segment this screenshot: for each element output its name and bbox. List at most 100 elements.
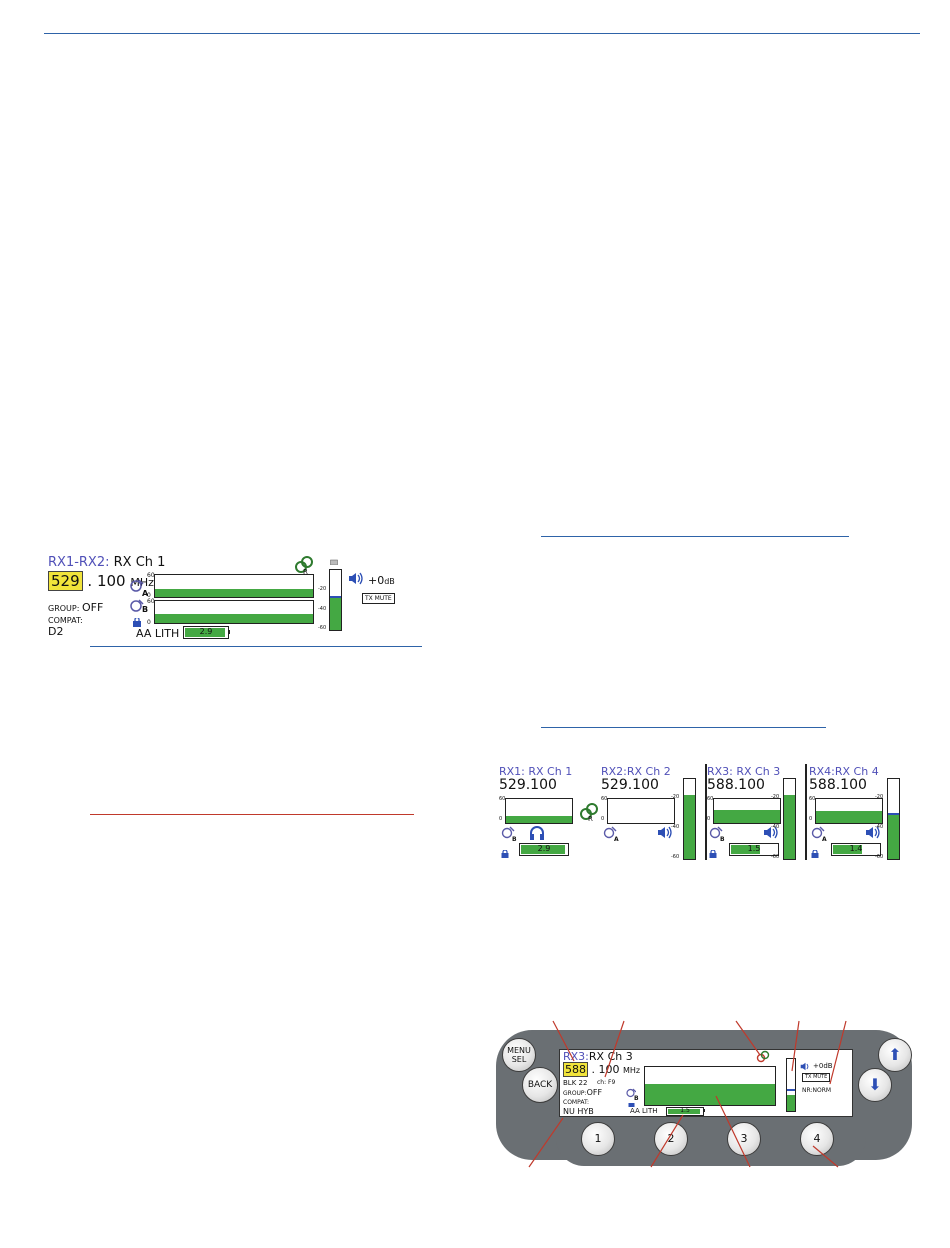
panel-channel-name: RX Ch 3 bbox=[588, 1050, 633, 1063]
button-1[interactable]: 1 bbox=[581, 1122, 615, 1156]
compat-value: D2 bbox=[48, 625, 64, 638]
channel-3-frequency: 588.100 bbox=[707, 777, 765, 793]
channel-1-frequency: 529.100 bbox=[499, 777, 557, 793]
panel-battery-value: 1.5 bbox=[680, 1107, 690, 1114]
channel-1-rf-meter bbox=[505, 798, 573, 824]
caption-rule-red bbox=[90, 814, 414, 815]
channel-3-antenna-icon bbox=[709, 826, 723, 840]
compat-label: COMPAT: bbox=[48, 616, 83, 625]
antenna-a-icon bbox=[130, 579, 144, 592]
panel-antenna-label: B bbox=[634, 1095, 639, 1102]
channel-1-battery-icon: 2.9 bbox=[519, 843, 569, 856]
pair-3-meter-tick: -40 bbox=[875, 824, 884, 830]
rf-meter-b-fill bbox=[155, 613, 313, 623]
pair-2-meter-tick: -40 bbox=[771, 824, 780, 830]
panel-rf-meter-fill bbox=[645, 1084, 775, 1105]
channel-2-antenna-icon bbox=[603, 826, 617, 840]
channel-4-battery-icon: 1.4 bbox=[831, 843, 881, 856]
back-button[interactable]: BACK bbox=[522, 1067, 558, 1103]
channel-2-scale-top: 60 bbox=[601, 796, 608, 802]
channel-1-scale-zero: 0 bbox=[499, 816, 503, 822]
audio-meter-peak bbox=[330, 596, 341, 598]
pair-3-meter-tick: -60 bbox=[875, 854, 884, 860]
audio-meter-fill bbox=[330, 597, 341, 630]
channel-4-scale-zero: 0 bbox=[809, 816, 813, 822]
lock-icon bbox=[133, 618, 141, 627]
gain-readout: +0dB bbox=[368, 574, 395, 587]
channel-3-scale-top: 60 bbox=[707, 796, 714, 802]
pair-3-audio-meter-peak bbox=[888, 813, 899, 815]
channel-4-scale-top: 60 bbox=[809, 796, 816, 802]
group-label: GROUP: bbox=[48, 604, 80, 613]
channel-2-antenna-label: A bbox=[614, 836, 619, 843]
panel-compat-value: NU HYB bbox=[563, 1107, 594, 1116]
button-3[interactable]: 3 bbox=[727, 1122, 761, 1156]
button-2[interactable]: 2 bbox=[654, 1122, 688, 1156]
channel-4-rf-meter bbox=[815, 798, 883, 824]
channel-4-antenna-label: A bbox=[822, 836, 827, 843]
panel-battery-type: AA LITH bbox=[630, 1107, 658, 1115]
channel-divider-right bbox=[805, 764, 807, 860]
meter-tick-60: -60 bbox=[318, 625, 327, 631]
pair-1-meter-tick: -20 bbox=[671, 794, 680, 800]
battery-type: AA LITH bbox=[136, 627, 180, 640]
header-rule bbox=[44, 33, 920, 34]
gain-unit: dB bbox=[384, 577, 395, 586]
panel-nr: NR:NORM bbox=[802, 1087, 832, 1094]
button-4[interactable]: 4 bbox=[800, 1122, 834, 1156]
panel-frequency: 588 . 100 MHz bbox=[563, 1062, 640, 1077]
link-icon: R bbox=[295, 556, 313, 575]
channel-2-frequency: 529.100 bbox=[601, 777, 659, 793]
pair-2-audio-meter-fill bbox=[784, 795, 795, 859]
panel-link-icon bbox=[756, 1050, 770, 1063]
menu-sel-button[interactable]: MENU SEL bbox=[502, 1038, 536, 1072]
channel-3-scale-zero: 0 bbox=[707, 816, 711, 822]
up-arrow-icon: ⬆ bbox=[888, 1045, 902, 1064]
panel-speaker-icon bbox=[800, 1062, 809, 1071]
button-3-label: 3 bbox=[740, 1132, 748, 1145]
rf-b-scale-zero: 0 bbox=[147, 619, 151, 626]
single-channel-display: RX1-RX2: RX Ch 1 529 . 100 MHz GROUP: OF… bbox=[44, 553, 424, 643]
display-title: RX1-RX2: RX Ch 1 bbox=[48, 555, 165, 570]
menu-sel-label: MENU SEL bbox=[507, 1046, 531, 1064]
channel-2-speaker-icon bbox=[657, 826, 673, 839]
antenna-b-icon bbox=[130, 599, 144, 612]
panel-group-label: GROUP: bbox=[563, 1090, 587, 1097]
panel-battery-fill bbox=[668, 1109, 700, 1114]
channel-1-link-icon: R bbox=[579, 802, 599, 823]
pair-2-meter-tick: -20 bbox=[771, 794, 780, 800]
panel-audio-meter-peak bbox=[787, 1089, 795, 1091]
channel-1-antenna-icon bbox=[501, 826, 515, 840]
panel-group: GROUP:OFF bbox=[563, 1088, 602, 1097]
panel-group-value: OFF bbox=[586, 1088, 603, 1097]
channel-1-headphones-icon bbox=[529, 826, 545, 840]
up-button[interactable]: ⬆ bbox=[878, 1038, 912, 1072]
panel-audio-meter bbox=[786, 1058, 796, 1112]
audio-meter bbox=[329, 569, 342, 631]
panel-display: RX3:RX Ch 3 588 . 100 MHz BLK 22 ch: F9 … bbox=[559, 1049, 853, 1117]
rf-meter-a bbox=[154, 574, 314, 598]
pair-1-meter-tick: -60 bbox=[671, 854, 680, 860]
frequency-highlight: 529 bbox=[48, 571, 83, 591]
panel-rf-meter bbox=[644, 1066, 776, 1106]
channel-2-rf-meter bbox=[607, 798, 675, 824]
pair-3-audio-meter bbox=[887, 778, 900, 860]
channel-1-scale-top: 60 bbox=[499, 796, 506, 802]
channel-1-battery-fill bbox=[521, 845, 565, 854]
panel-frequency-decimal: . 100 bbox=[591, 1063, 620, 1076]
back-label: BACK bbox=[527, 1080, 553, 1090]
panel-battery-tip bbox=[703, 1109, 705, 1112]
channel-1-battery-value: 2.9 bbox=[537, 844, 551, 853]
caption-rule-3 bbox=[541, 727, 826, 728]
channel-3-antenna-label: B bbox=[720, 836, 725, 843]
battery-fill bbox=[185, 628, 225, 637]
meter-tick-20: -20 bbox=[318, 586, 327, 592]
pair-1-audio-meter-fill bbox=[684, 795, 695, 859]
panel-gain-unit: dB bbox=[823, 1062, 833, 1070]
button-1-label: 1 bbox=[594, 1132, 602, 1145]
panel-compat-label: COMPAT: bbox=[563, 1099, 589, 1106]
channel-3-speaker-icon bbox=[763, 826, 779, 839]
down-button[interactable]: ⬇ bbox=[858, 1068, 892, 1102]
channel-4-frequency: 588.100 bbox=[809, 777, 867, 793]
